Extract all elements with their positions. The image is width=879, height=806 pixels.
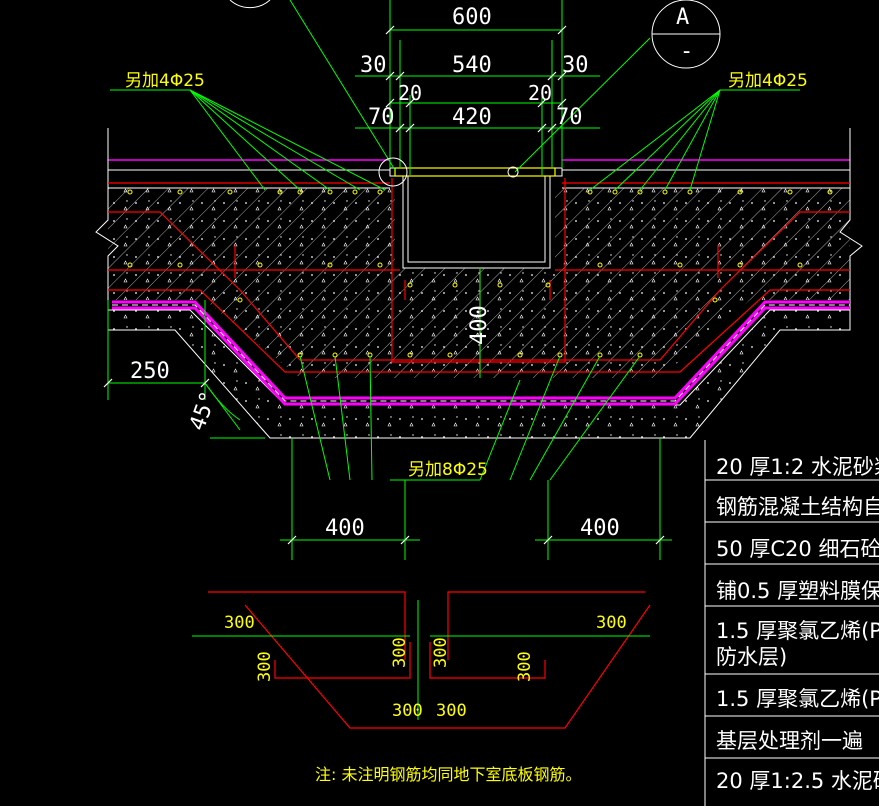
layer-7: 基层处理剂一遍 [716, 729, 863, 753]
dim-cover-left: 30 [360, 53, 387, 78]
layer-5b: 防水层) [716, 645, 787, 669]
dim-wall-left: 20 [398, 81, 422, 105]
layer-3: 50 厚C20 细石砼保 [716, 537, 879, 561]
layer-8: 20 厚1:2.5 水泥砂 [716, 769, 879, 793]
rebar-label-bottom: 另加8Φ25 [408, 460, 488, 480]
layer-4: 铺0.5 厚塑料膜保护 [716, 579, 879, 603]
dim-inner: 540 [452, 53, 492, 78]
rebar-label-left: 另加4Φ25 [125, 71, 205, 91]
section-marker-letter: A [676, 5, 689, 30]
pit-depth-label: 400 [467, 305, 492, 345]
bend-label-ml: 300 [255, 651, 275, 682]
section-marker [229, 0, 721, 187]
bend-detail-labels: 300 300 300 300 300 300 300 300 [224, 613, 627, 721]
dim-wall-right: 20 [528, 81, 552, 105]
dim-cover-right: 30 [562, 53, 589, 78]
break-lines [95, 128, 863, 310]
layer-6: 1.5 厚聚氯乙烯(PV [716, 687, 879, 711]
layer-1: 20 厚1:2 水泥砂浆 [716, 455, 879, 479]
bottom-dim-left: 400 [325, 516, 365, 541]
top-dimension-labels: 600 30 540 30 20 20 420 70 70 [360, 5, 589, 130]
bend-label-mc: 300 [390, 637, 410, 668]
dim-overall: 600 [452, 5, 492, 30]
sump-pit [389, 167, 563, 269]
dim-edge-left: 70 [368, 105, 395, 130]
bend-detail [192, 591, 651, 729]
rebar-label-right: 另加4Φ25 [728, 71, 808, 91]
concrete-slab [108, 159, 850, 378]
bend-label-mc2: 300 [431, 637, 451, 668]
bend-label-tr: 300 [596, 613, 627, 633]
slope-angle-label: 45° [185, 388, 222, 434]
dim-edge-right: 70 [556, 105, 583, 130]
footnote: 注: 未注明钢筋均同地下室底板钢筋。 [315, 765, 581, 784]
layers-table [704, 440, 879, 806]
waterproof-membrane [112, 300, 850, 406]
bend-label-tl: 300 [224, 613, 255, 633]
bend-label-bl: 300 [392, 701, 423, 721]
layer-2: 钢筋混凝土结构自防 [716, 495, 879, 519]
layers-text: 20 厚1:2 水泥砂浆 钢筋混凝土结构自防 50 厚C20 细石砼保 铺0.5… [716, 455, 879, 793]
dimension-ticks [103, 25, 665, 545]
dim-clear: 420 [452, 105, 492, 130]
bottom-dim-right: 400 [580, 516, 620, 541]
section-marker-sub: - [680, 39, 693, 64]
bend-label-br: 300 [436, 701, 467, 721]
layer-5a: 1.5 厚聚氯乙烯(PV [716, 619, 879, 643]
bend-label-mr: 300 [515, 651, 535, 682]
left-horizontal-dim: 250 [130, 359, 170, 384]
